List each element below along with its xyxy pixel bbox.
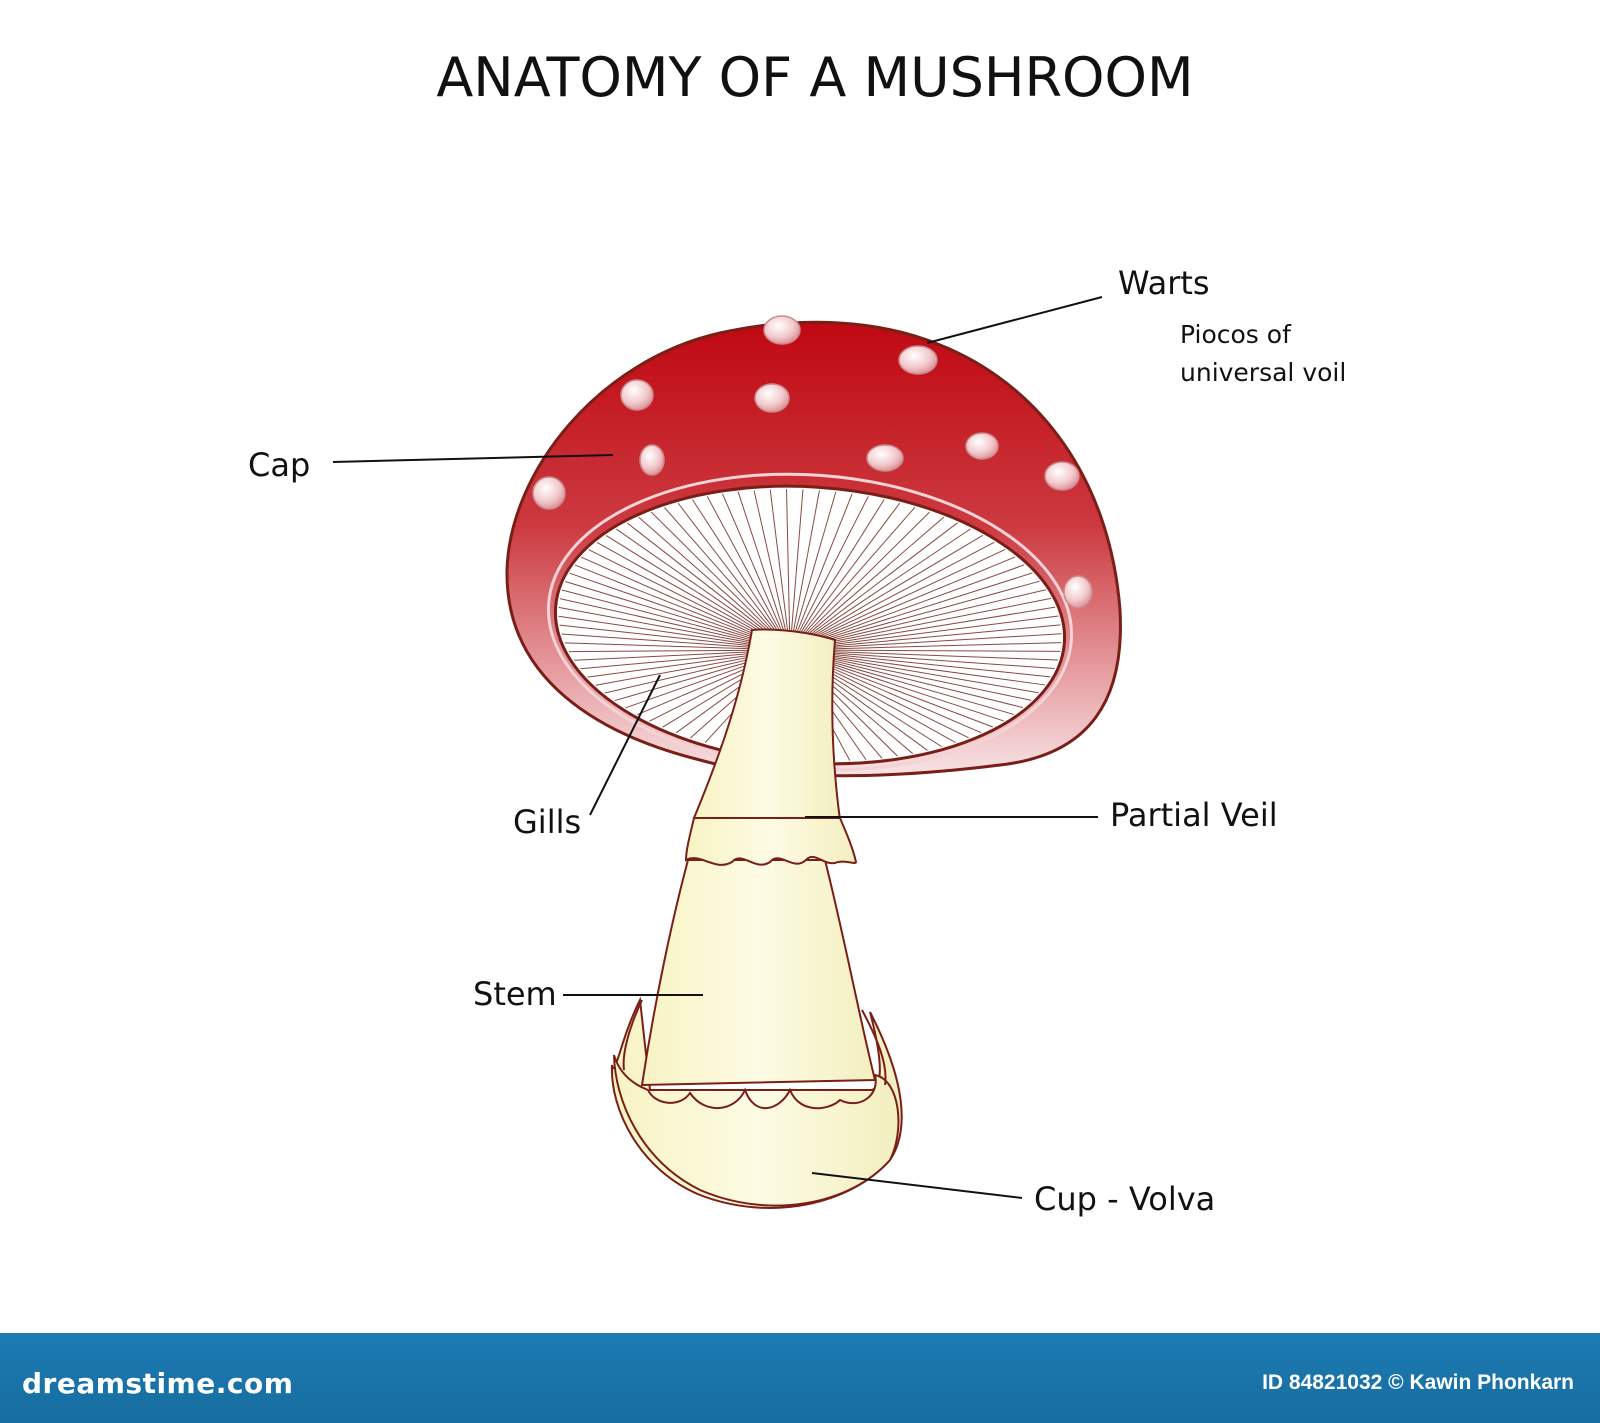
wart xyxy=(867,445,903,471)
warts-leader-line xyxy=(927,297,1102,343)
wart xyxy=(621,380,653,410)
watermark-footer-bar: dreamstime.com ID 84821032 © Kawin Phonk… xyxy=(0,1333,1600,1423)
watermark-credit: ID 84821032 © Kawin Phonkarn xyxy=(1262,1371,1574,1395)
watermark-brand: dreamstime.com xyxy=(22,1367,293,1400)
label-stem: Stem xyxy=(473,975,557,1013)
stem-lower xyxy=(642,860,875,1085)
label-warts-note-line2: universal voil xyxy=(1180,358,1346,387)
mushroom-diagram: ANATOMY OF A MUSHROOM Warts Pio xyxy=(0,0,1600,1333)
label-cap: Cap xyxy=(248,446,310,484)
wart xyxy=(1045,462,1079,490)
label-cup-volva: Cup - Volva xyxy=(1034,1180,1215,1218)
partial-veil-ring xyxy=(686,818,856,865)
diagram-title: ANATOMY OF A MUSHROOM xyxy=(436,46,1193,109)
wart xyxy=(899,346,937,374)
wart xyxy=(755,384,789,412)
wart xyxy=(533,477,565,509)
wart xyxy=(640,445,664,475)
wart xyxy=(1064,576,1092,608)
wart xyxy=(966,433,998,459)
label-partial-veil: Partial Veil xyxy=(1110,796,1278,834)
wart xyxy=(764,316,800,344)
label-gills: Gills xyxy=(513,803,581,841)
label-warts: Warts xyxy=(1118,264,1210,302)
label-warts-note-line1: Piocos of xyxy=(1180,320,1292,349)
